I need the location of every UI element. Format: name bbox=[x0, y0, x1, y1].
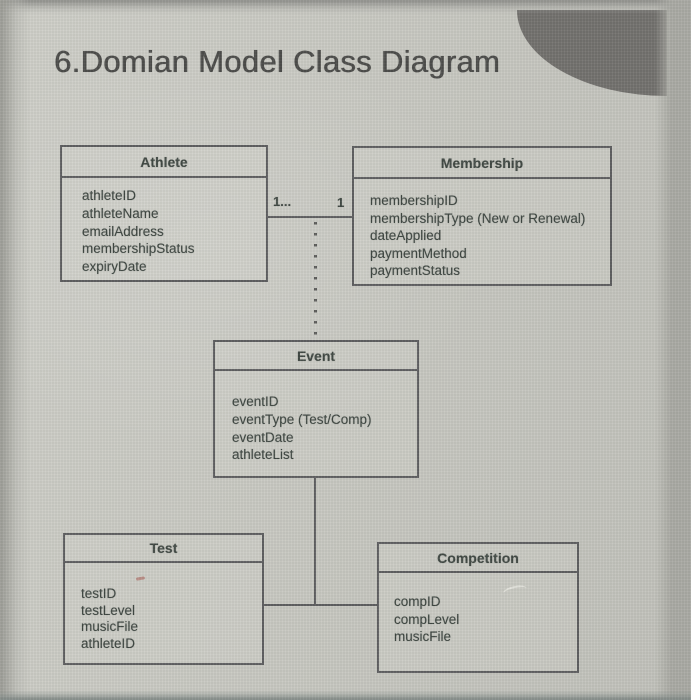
attribute: compID bbox=[394, 594, 441, 609]
attribute: eventDate bbox=[232, 429, 294, 445]
attribute: dateApplied bbox=[370, 228, 442, 243]
attribute: expiryDate bbox=[82, 259, 147, 275]
attribute: athleteList bbox=[232, 447, 294, 463]
class-box-event: Event eventID eventType (Test/Comp) even… bbox=[213, 340, 419, 478]
attribute: paymentStatus bbox=[370, 263, 461, 278]
corner-shadow-shape bbox=[517, 10, 667, 96]
attribute: testLevel bbox=[81, 602, 136, 618]
attribute: musicFile bbox=[81, 619, 139, 634]
class-name-competition: Competition bbox=[379, 544, 577, 573]
class-name-event: Event bbox=[215, 342, 417, 371]
class-name-membership: Membership bbox=[354, 148, 610, 179]
class-name-test: Test bbox=[65, 535, 262, 563]
class-box-competition: Competition compID compLevel musicFile bbox=[377, 542, 579, 673]
photo-edge-left bbox=[0, 0, 30, 700]
dotted-line-to-event bbox=[314, 222, 317, 340]
class-name-athlete: Athlete bbox=[62, 147, 266, 178]
page-title: 6.Domian Model Class Diagram bbox=[54, 44, 501, 79]
attribute: compLevel bbox=[394, 611, 460, 627]
attribute: membershipType (New or Renewal) bbox=[370, 210, 586, 226]
attribute-list-athlete: athleteID athleteName emailAddress membe… bbox=[62, 178, 266, 276]
attribute-list-test: testID testLevel musicFile athleteID bbox=[65, 563, 262, 652]
attribute-list-membership: membershipID membershipType (New or Rene… bbox=[354, 179, 610, 280]
multiplicity-athlete-side: 1... bbox=[273, 194, 292, 209]
attribute: musicFile bbox=[394, 629, 452, 644]
class-box-test: Test testID testLevel musicFile athleteI… bbox=[63, 533, 264, 665]
photo-edge-right bbox=[655, 0, 691, 700]
attribute-list-competition: compID compLevel musicFile bbox=[379, 573, 577, 646]
association-athlete-membership-line bbox=[268, 216, 352, 218]
attribute-list-event: eventID eventType (Test/Comp) eventDate … bbox=[215, 371, 417, 464]
multiplicity-membership-side: 1 bbox=[337, 195, 345, 210]
class-box-athlete: Athlete athleteID athleteName emailAddre… bbox=[60, 145, 268, 282]
attribute: emailAddress bbox=[82, 223, 164, 239]
class-box-membership: Membership membershipID membershipType (… bbox=[352, 146, 612, 286]
attribute: paymentMethod bbox=[370, 245, 467, 261]
attribute: eventType (Test/Comp) bbox=[232, 411, 372, 427]
attribute: athleteID bbox=[81, 635, 136, 651]
attribute: testID bbox=[81, 586, 117, 601]
line-event-to-subclasses bbox=[314, 478, 316, 606]
photo-edge-bottom bbox=[0, 690, 691, 700]
attribute: eventID bbox=[232, 394, 279, 409]
attribute: membershipID bbox=[370, 193, 458, 208]
line-test-to-competition bbox=[264, 604, 378, 606]
attribute: athleteID bbox=[82, 188, 137, 203]
attribute: membershipStatus bbox=[82, 241, 195, 257]
attribute: athleteName bbox=[82, 205, 159, 221]
